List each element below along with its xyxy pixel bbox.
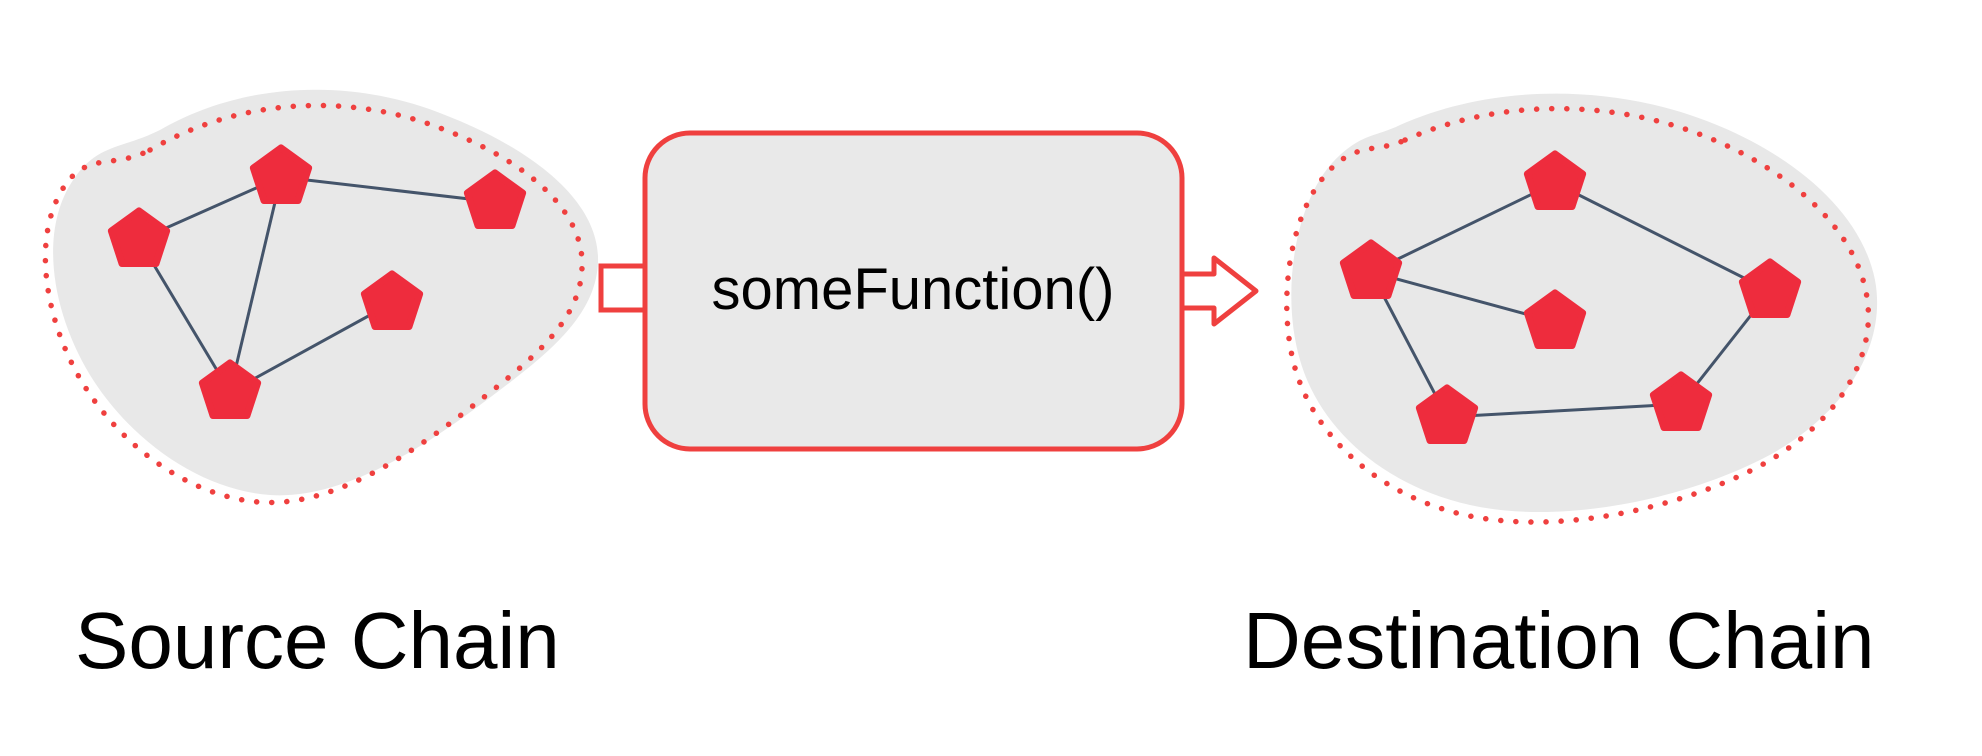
source-chain-label: Source Chain [75, 596, 560, 685]
source-chain-graph [107, 144, 527, 419]
chain-node-icon [360, 270, 424, 330]
function-box-group: someFunction() [598, 130, 1259, 452]
source-chain-group [42, 89, 599, 506]
chain-node-icon [463, 169, 527, 229]
chain-node-icon [1738, 258, 1802, 318]
input-connector-icon [598, 263, 648, 313]
output-arrow-icon [1179, 255, 1259, 327]
chain-node-icon [1339, 239, 1403, 299]
source-chain-blob [53, 89, 599, 496]
destination-chain-group [1284, 93, 1878, 525]
function-label: someFunction() [712, 257, 1115, 322]
chain-node-icon [249, 144, 313, 204]
chain-node-icon [1415, 384, 1479, 444]
destination-chain-label: Destination Chain [1243, 596, 1874, 685]
chain-edge [1370, 181, 1556, 274]
chain-node-icon [198, 359, 262, 419]
destination-chain-graph [1339, 150, 1802, 444]
chain-node-icon [1649, 371, 1713, 431]
chain-node-icon [1523, 150, 1587, 210]
chain-node-icon [107, 207, 171, 267]
source-chain-dotted-outline [42, 102, 585, 506]
chain-node-icon [1523, 289, 1587, 349]
chain-edge [228, 176, 283, 393]
chain-edge [229, 301, 393, 394]
chain-edge [1554, 181, 1771, 293]
chain-edge [1446, 402, 1682, 419]
chain-edge [280, 175, 496, 204]
